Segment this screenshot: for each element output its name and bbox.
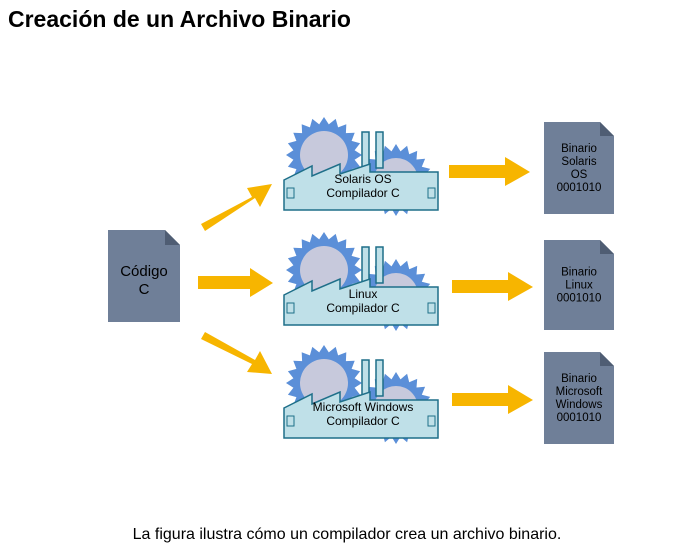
arrow-to-windows	[201, 332, 272, 374]
compiler-label-line2: Compilador C	[326, 414, 400, 428]
factory-building-icon	[283, 162, 439, 211]
source-code-document: Código C	[108, 230, 180, 322]
chimney	[375, 359, 384, 397]
arrow-to-binary-linux	[452, 272, 533, 301]
factory-window	[427, 415, 436, 427]
document-icon	[544, 240, 614, 330]
binary-label-line: 0001010	[557, 412, 602, 424]
arrow-to-linux	[198, 268, 273, 297]
binary-label-line: Windows	[556, 399, 603, 411]
figure-caption: La figura ilustra cómo un compilador cre…	[132, 526, 562, 543]
chimney	[375, 246, 384, 284]
factory-window	[286, 415, 295, 427]
document-fold	[600, 240, 614, 254]
factory-window	[286, 187, 295, 199]
chimney	[361, 246, 370, 284]
binary-label-line: Solaris	[561, 156, 596, 168]
binary-label-line: Binario	[561, 267, 597, 279]
arrow-to-binary-solaris	[449, 157, 530, 186]
compiler-label-line1: Microsoft Windows	[313, 400, 414, 414]
binary-label-line: 0001010	[557, 293, 602, 305]
compiler-label-line2: Compilador C	[326, 186, 400, 200]
factory-building-icon	[283, 277, 439, 326]
document-fold	[600, 352, 614, 366]
chimney	[361, 359, 370, 397]
document-icon	[544, 122, 614, 214]
arrow-to-binary-windows	[452, 385, 533, 414]
binary-label-line: Microsoft	[556, 386, 603, 398]
page-title: Creación de un Archivo Binario	[8, 6, 351, 32]
binary-label-line: Linux	[565, 280, 593, 292]
arrow-to-solaris	[201, 184, 272, 231]
binary-label-line: Binario	[561, 143, 597, 155]
chimney	[361, 131, 370, 169]
source-label-line1: Código	[120, 263, 168, 280]
binary-label-line: Binario	[561, 373, 597, 385]
factory-window	[427, 302, 436, 314]
source-label-line2: C	[139, 281, 150, 298]
document-icon	[544, 352, 614, 444]
compiler-label-line1: Linux	[349, 287, 378, 301]
compiler-label-line1: Solaris OS	[334, 172, 391, 186]
binary-label-line: OS	[571, 169, 588, 181]
factory-building-icon	[283, 390, 439, 439]
factory-window	[286, 302, 295, 314]
chimney	[375, 131, 384, 169]
compiler-label-line2: Compilador C	[326, 301, 400, 315]
factory-window	[427, 187, 436, 199]
document-fold	[600, 122, 614, 136]
binary-label-line: 0001010	[557, 182, 602, 194]
